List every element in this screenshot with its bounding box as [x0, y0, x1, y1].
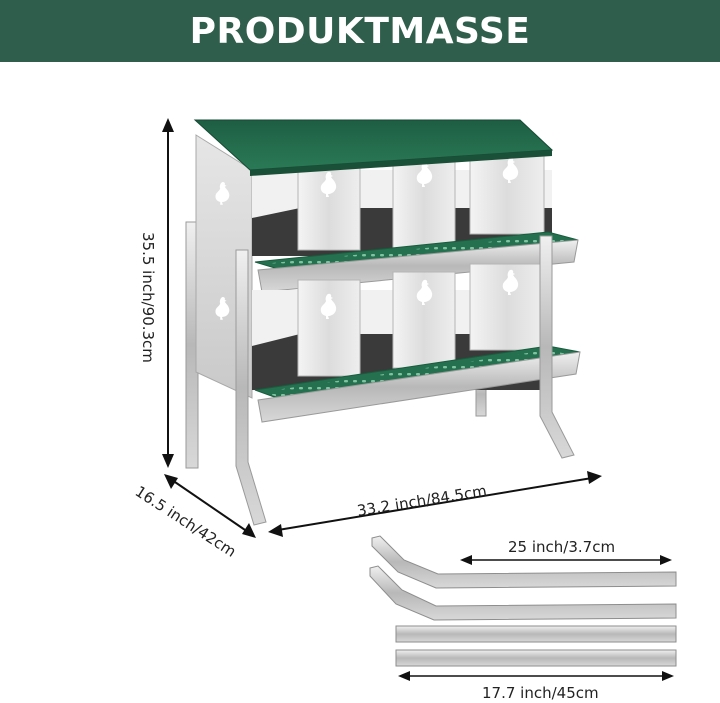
header-banner: PRODUKTMASSE	[0, 0, 720, 62]
bent-leg-parts	[369, 535, 677, 621]
dimension-bent-leg	[460, 555, 672, 565]
dimension-height	[162, 118, 174, 468]
width-label: 33.2 inch/84.5cm	[356, 482, 488, 520]
height-label: 35.5 inch/90.3cm	[139, 232, 157, 363]
nesting-box-unit	[185, 119, 581, 526]
bent-leg-label: 25 inch/3.7cm	[508, 538, 615, 556]
dimension-straight-leg	[398, 671, 674, 681]
front-right-leg	[539, 235, 575, 459]
straight-leg-parts	[395, 625, 677, 667]
dimension-depth	[164, 474, 256, 538]
straight-leg-label: 17.7 inch/45cm	[482, 684, 599, 702]
page-title: PRODUKTMASSE	[189, 10, 531, 52]
dimension-width	[268, 471, 602, 537]
product-illustration: 35.5 inch/90.3cm 16.5 inch/42cm 33.2 inc…	[132, 118, 677, 702]
depth-label: 16.5 inch/42cm	[132, 482, 240, 561]
front-left-leg	[235, 249, 267, 526]
